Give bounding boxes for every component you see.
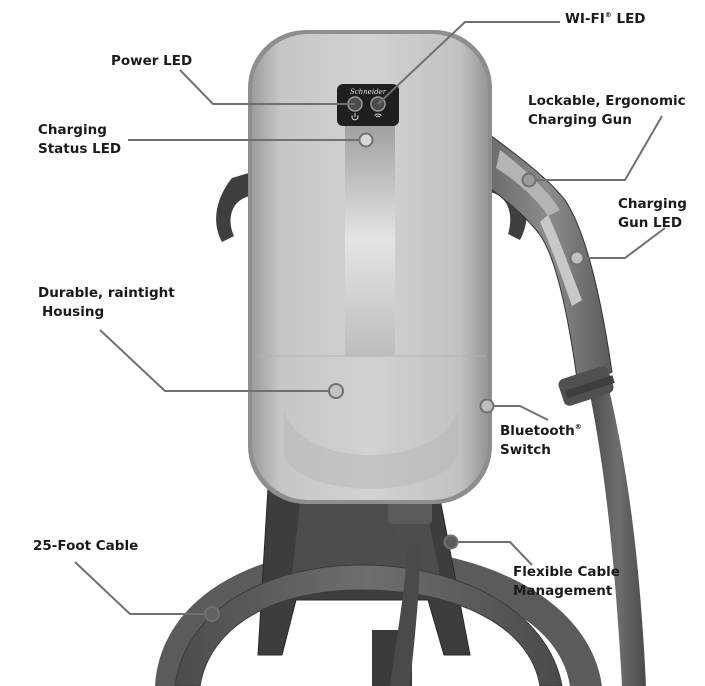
cable-gland — [388, 500, 432, 686]
label-power-led-line1: Power LED — [111, 53, 193, 69]
left-holster — [216, 172, 252, 242]
leader-endpoints — [204, 132, 585, 622]
leader-lines — [74, 21, 666, 615]
label-wifi-led: WI-FI® LED — [565, 10, 646, 29]
label-cable-management-line2: Management — [513, 583, 613, 599]
label-bluetooth-line1: Bluetooth® — [500, 422, 582, 441]
label-wifi-led-text: WI-FI — [565, 11, 605, 27]
housing — [248, 30, 492, 504]
label-charging-gun-led-line2: Gun LED — [618, 215, 683, 231]
bluetooth-registered-mark: ® — [574, 423, 582, 431]
leader-charging-gun-led — [577, 227, 666, 259]
label-25-foot-cable: 25-Foot Cable — [33, 537, 138, 556]
label-bluetooth-line2: Switch — [500, 442, 551, 458]
label-25-foot-cable-line1: 25-Foot Cable — [33, 538, 139, 554]
label-wifi-led-suffix: LED — [611, 11, 646, 27]
leader-power-led — [179, 69, 355, 105]
gun-cable — [590, 385, 646, 686]
label-charging-gun-led-line1: Charging — [618, 196, 687, 212]
leader-cable-management — [451, 541, 533, 566]
leader-bluetooth-switch — [487, 405, 549, 421]
wifi-registered-mark: ® — [604, 11, 612, 19]
wifi-icon — [374, 113, 382, 118]
brand-logo: Schneider — [350, 88, 387, 96]
label-housing-line1: Durable, raintight — [38, 285, 175, 301]
label-wifi-led-line1: WI-FI® LED — [565, 10, 646, 29]
leader-cable — [74, 561, 212, 615]
label-bluetooth-text: Bluetooth — [500, 423, 575, 439]
label-housing-line2: Housing — [42, 304, 105, 320]
power-icon — [351, 113, 359, 121]
charging-gun — [485, 130, 615, 406]
light-stripe — [345, 125, 395, 356]
control-panel: Schneider — [337, 84, 399, 126]
leader-housing — [99, 329, 336, 392]
label-power-led: Power LED — [111, 52, 192, 71]
leader-charging-gun — [529, 115, 663, 181]
leader-wifi-led — [377, 21, 560, 105]
label-charging-gun-line2: Charging Gun — [528, 112, 632, 128]
label-charging-status-led-line2: Status LED — [38, 141, 122, 157]
label-cable-management-line1: Flexible Cable — [513, 564, 620, 580]
label-bluetooth-switch: Bluetooth®Switch — [500, 422, 582, 460]
label-charging-status-led-line1: Charging — [38, 122, 107, 138]
label-charging-gun-line1: Lockable, Ergonomic — [528, 93, 686, 109]
